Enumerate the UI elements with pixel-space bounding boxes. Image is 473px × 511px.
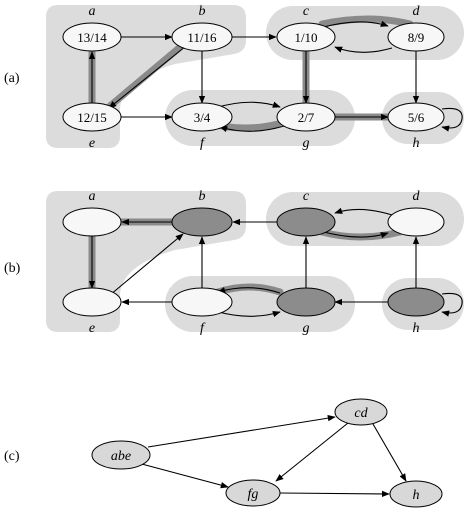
panel-a: 13/14 11/16 1/10 8/9 12/15 3/4 2/7 5/6 a… xyxy=(4,4,464,151)
panel-a-node-times: 13/14 11/16 1/10 8/9 12/15 3/4 2/7 5/6 xyxy=(77,30,425,125)
vertex-h-name-b: h xyxy=(413,321,420,336)
component-edge-cd-fg xyxy=(275,422,349,482)
vertex-e-name-a: e xyxy=(89,136,95,151)
panel-c-node-labels: abe cd fg h xyxy=(111,406,420,503)
vertex-d-name-a: d xyxy=(413,4,421,19)
vertex-c-a xyxy=(276,22,336,52)
edge-h-h xyxy=(441,107,463,132)
panel-c-label: (c) xyxy=(4,449,20,464)
component-cd xyxy=(334,398,388,426)
vertex-b-name-a: b xyxy=(199,4,206,19)
vertex-f-a xyxy=(171,102,233,132)
vertex-h-name-a: h xyxy=(413,136,420,151)
panel-a-edges xyxy=(88,20,463,133)
component-fg-label: fg xyxy=(248,487,259,502)
edge-h-h-rev xyxy=(441,292,463,317)
vertex-c-name-b: c xyxy=(303,189,310,204)
vertex-e-a xyxy=(62,102,122,132)
vertex-d-a xyxy=(387,22,445,52)
vertex-b-name-b: b xyxy=(199,189,206,204)
component-edge-abe-cd xyxy=(147,414,336,448)
component-abe-label: abe xyxy=(111,449,131,464)
vertex-c-name-a: c xyxy=(303,4,310,19)
vertex-a-times: 13/14 xyxy=(77,30,107,45)
vertex-b-a xyxy=(171,22,233,52)
component-edge-fg-h xyxy=(279,490,390,498)
tree-edge-c-d xyxy=(318,15,414,28)
component-h-label: h xyxy=(413,488,420,503)
edge-e-b-rev xyxy=(109,233,184,296)
panel-a-label: (a) xyxy=(4,71,20,86)
vertex-f-b xyxy=(171,287,233,317)
panel-c-edges xyxy=(137,414,407,498)
edge-b-e xyxy=(108,45,187,109)
vertex-c-times: 1/10 xyxy=(294,30,317,45)
vertex-b-b xyxy=(171,207,233,237)
vertex-e-name-b: e xyxy=(89,321,95,336)
vertex-h-times: 5/6 xyxy=(408,110,425,125)
vertex-a-b xyxy=(62,207,122,237)
vertex-a-a xyxy=(62,22,122,52)
component-edge-cd-h xyxy=(372,423,407,482)
vertex-c-b xyxy=(276,207,336,237)
vertex-g-name-a: g xyxy=(303,136,310,151)
vertex-d-b xyxy=(387,207,445,237)
panel-c-nodes xyxy=(91,398,443,508)
edge-g-f xyxy=(219,125,285,133)
edge-c-d-rev xyxy=(319,230,389,239)
vertex-f-times: 3/4 xyxy=(194,110,211,125)
vertex-f-name-a: f xyxy=(200,136,206,151)
vertex-b-times: 11/16 xyxy=(187,30,217,45)
panel-b-edges xyxy=(88,207,463,318)
vertex-g-times: 2/7 xyxy=(298,110,315,125)
tree-edge-b-e xyxy=(106,39,189,110)
vertex-h-b xyxy=(387,287,445,317)
component-edge-abe-fg xyxy=(137,462,229,489)
vertex-a-name-a: a xyxy=(89,4,96,19)
component-abe xyxy=(91,440,151,470)
panel-b-label: (b) xyxy=(4,261,21,276)
panel-b-vertex-names: a b c d e f g h xyxy=(89,189,421,336)
component-fg xyxy=(225,479,281,507)
vertex-d-name-b: d xyxy=(413,189,421,204)
panel-a-nodes xyxy=(62,22,445,132)
vertex-e-b xyxy=(62,287,122,317)
vertex-a-name-b: a xyxy=(89,189,96,204)
component-cd-label: cd xyxy=(354,406,368,421)
vertex-e-times: 12/15 xyxy=(77,110,107,125)
panel-a-vertex-names: a b c d e f g h xyxy=(89,4,421,151)
panel-b: a b c d e f g h (b) xyxy=(4,189,464,336)
vertex-g-name-b: g xyxy=(303,321,310,336)
vertex-d-times: 8/9 xyxy=(408,30,425,45)
component-h xyxy=(389,480,443,508)
vertex-g-b xyxy=(276,287,336,317)
vertex-g-a xyxy=(276,102,336,132)
vertex-h-a xyxy=(387,102,445,132)
edge-c-d xyxy=(319,20,389,29)
edge-g-f-rev xyxy=(217,286,281,294)
panel-c: abe cd fg h (c) xyxy=(4,398,443,508)
edge-d-c-rev xyxy=(334,207,393,216)
edge-d-c xyxy=(334,46,393,53)
vertex-f-name-b: f xyxy=(200,321,206,336)
panel-b-nodes xyxy=(62,207,445,317)
